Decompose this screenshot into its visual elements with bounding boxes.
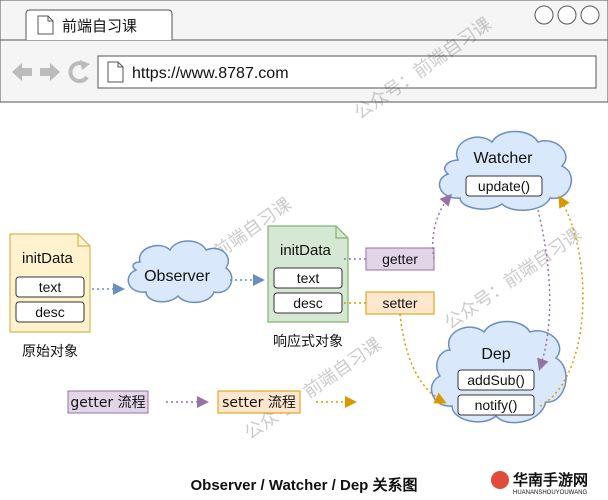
address-bar[interactable]: https://www.8787.com bbox=[97, 55, 597, 89]
method-box bbox=[457, 394, 535, 416]
watcher-cloud: Watcher update() bbox=[438, 130, 573, 211]
setter-label: setter bbox=[382, 295, 417, 311]
legend-setter-box bbox=[217, 390, 301, 414]
window-circle-icon[interactable] bbox=[580, 5, 600, 25]
observer-label: Observer bbox=[144, 268, 210, 285]
field-box bbox=[273, 267, 343, 289]
back-arrow-icon[interactable] bbox=[12, 63, 32, 81]
page-icon bbox=[107, 61, 124, 83]
update-method: update() bbox=[478, 178, 530, 194]
window-circle-icon[interactable] bbox=[534, 5, 554, 25]
field-box bbox=[273, 292, 343, 314]
dep-label: Dep bbox=[481, 346, 510, 363]
legend-setter-label: setter 流程 bbox=[222, 395, 296, 411]
reactive-caption: 响应式对象 bbox=[273, 333, 343, 350]
field-text: text bbox=[297, 270, 320, 286]
observer-cloud: Observer bbox=[127, 240, 233, 304]
field-desc: desc bbox=[293, 295, 323, 311]
watcher-to-dep-arrow bbox=[537, 209, 551, 371]
init-data-document: initData text desc bbox=[9, 233, 91, 333]
getter-label: getter bbox=[382, 251, 418, 267]
diagram-title: Observer / Watcher / Dep 关系图 bbox=[190, 476, 417, 494]
init-caption: 原始对象 bbox=[22, 344, 78, 360]
method-box bbox=[465, 175, 543, 197]
field-box bbox=[15, 276, 85, 298]
site-logo: 华南手游网 HUANANSHOUYOUWANG bbox=[488, 468, 604, 496]
dep-cloud: Dep addSub() notify() bbox=[430, 320, 567, 424]
watcher-label: Watcher bbox=[474, 150, 534, 167]
url-text: https://www.8787.com bbox=[132, 65, 289, 82]
legend: getter 流程 setter 流程 bbox=[67, 390, 357, 414]
field-text: text bbox=[39, 279, 62, 295]
field-desc: desc bbox=[35, 304, 65, 320]
page-icon bbox=[37, 15, 54, 35]
reactive-data-document: initData text desc bbox=[267, 225, 349, 323]
browser-tab[interactable]: 前端自习课 bbox=[25, 9, 173, 40]
logo-subtext: HUANANSHOUYOUWANG bbox=[513, 490, 587, 496]
forward-arrow-icon[interactable] bbox=[40, 63, 60, 81]
reload-icon[interactable] bbox=[68, 60, 90, 84]
legend-getter-box bbox=[67, 390, 149, 414]
method-box bbox=[457, 369, 535, 391]
dep-to-watcher-arrow bbox=[539, 195, 584, 407]
window-circle-icon[interactable] bbox=[557, 5, 577, 25]
tab-title: 前端自习课 bbox=[62, 17, 137, 35]
notify-method: notify() bbox=[475, 397, 518, 413]
doc-title: initData bbox=[280, 242, 332, 259]
legend-getter-label: getter 流程 bbox=[70, 395, 145, 411]
add-sub-method: addSub() bbox=[467, 372, 525, 388]
field-box bbox=[15, 301, 85, 323]
getter-to-watcher-arrow bbox=[432, 193, 452, 260]
doc-title: initData bbox=[22, 250, 74, 267]
logo-text: 华南手游网 bbox=[513, 471, 588, 489]
